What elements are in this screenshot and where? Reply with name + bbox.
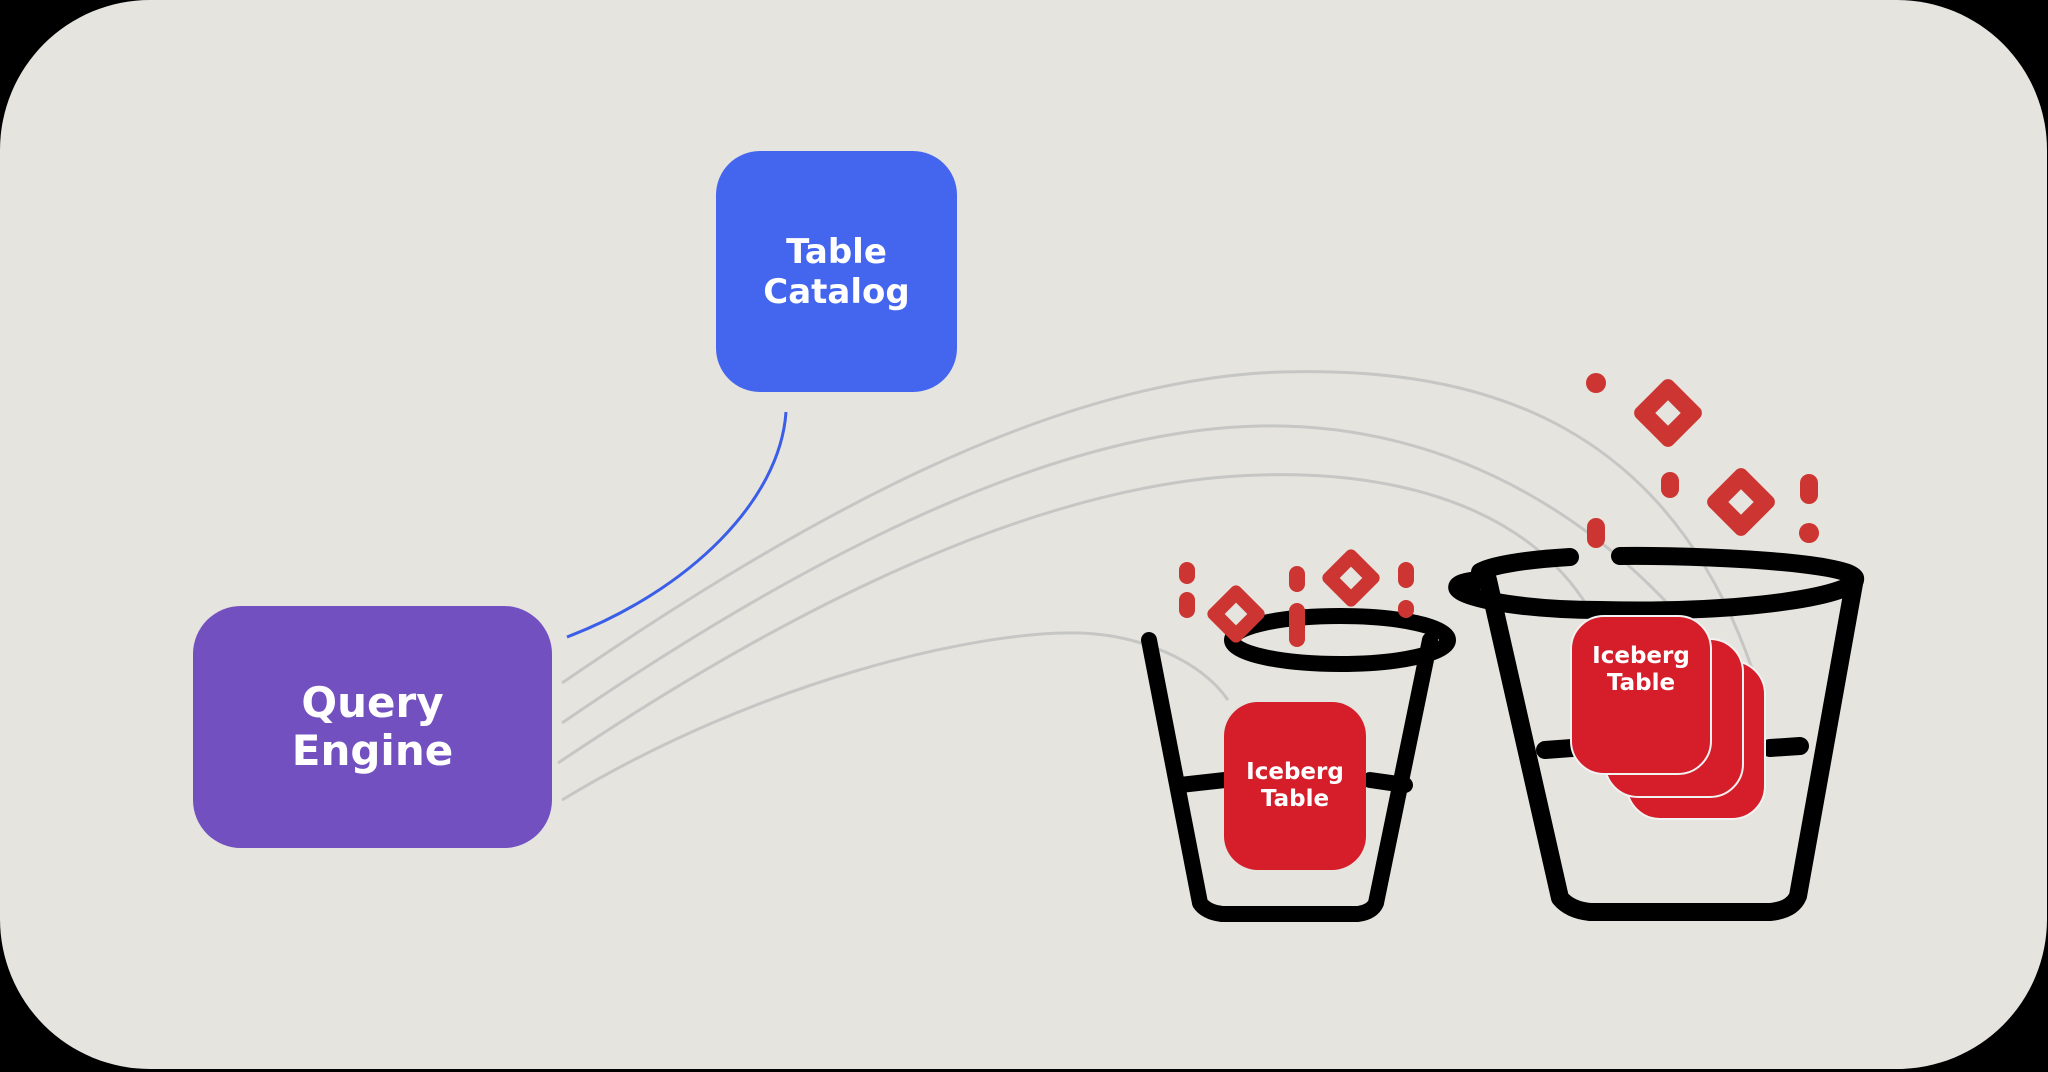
catalog-connector — [566, 411, 788, 639]
iceberg-right-label-2: Table — [1606, 670, 1676, 696]
bucket-right-icon — [1448, 546, 1864, 921]
table-catalog-label-1: Table — [786, 231, 887, 272]
query-engine-label-2: Engine — [291, 726, 454, 775]
sparkles-left-icon — [1179, 549, 1414, 647]
sparkles-right-icon — [1586, 373, 1819, 548]
iceberg-left-label-1: Iceberg — [1246, 759, 1344, 785]
query-engine-label-1: Query — [301, 678, 444, 727]
iceberg-right-label-1: Iceberg — [1592, 643, 1690, 669]
iceberg-left-label-2: Table — [1260, 786, 1330, 812]
table-catalog-label-2: Catalog — [763, 271, 910, 312]
